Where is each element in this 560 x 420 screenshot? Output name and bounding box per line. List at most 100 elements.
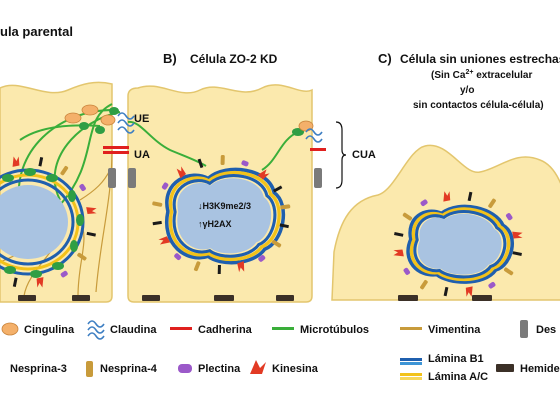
kinesin-mark [465,286,473,297]
nesprin-4-mark [220,154,225,166]
junctions: UE UA CUA [64,104,376,189]
nesprin-3-mark [279,223,289,229]
legend-cingulina: Cingulina [24,324,75,336]
nesprin-3-mark [38,157,44,167]
nesprin-4-mark [503,267,514,276]
nesprin-4-mark [77,252,87,261]
nesprin-3-mark [512,251,522,256]
nesprin-4-mark [271,239,282,248]
nucleus-b [164,167,285,265]
ue-label: UE [134,113,149,125]
panel-b-title: Célula ZO-2 KD [190,52,278,66]
legend-desmosoma: Des [536,324,556,336]
h3k9-label: ↓H3K9me2/3 [198,201,251,211]
plectin-mark [161,182,169,190]
cadherin-icon [170,327,192,330]
legend-kinesina: Kinesina [272,363,319,375]
kinesin-mark [393,249,404,257]
nesprin-4-mark [193,261,201,272]
legend-lamina-ac: Lámina A/C [428,371,488,383]
hemidesmosomes [18,295,492,301]
panel-c-letter: C) [378,51,392,66]
ua-label: UA [134,149,150,161]
desmosome-ab-2 [128,168,136,188]
kinesin-mark [86,207,97,215]
junction-a [64,104,119,134]
claudin-icon [87,320,105,340]
panel-c-subtitle-2: y/o [460,85,474,96]
kinesin-mark [12,156,20,167]
kinesin-mark [176,166,186,179]
legend-microtubulos: Microtúbulos [300,324,369,336]
legend-lamina-b1: Lámina B1 [428,353,484,365]
nesprin-3-mark [86,231,96,237]
nesprin-3-mark [467,191,473,202]
nesprin-4-mark [420,280,428,290]
legend-nesprina4: Nesprina-4 [100,363,158,375]
legend-cadherina: Cadherina [198,324,253,336]
legend-claudina: Claudina [110,324,157,336]
vimentin-icon [400,327,422,330]
nuclear-envelope-dots-a [2,168,84,278]
plectin-mark [174,253,182,260]
kinesin-mark [158,236,171,245]
desmosome-icon [520,320,528,338]
microtubule-icon [272,327,294,330]
legend-plectina: Plectina [198,363,241,375]
nucleus-c [406,204,514,284]
plectin-mark [420,199,428,207]
junction-b-right [292,120,326,188]
plectin-mark [258,255,266,262]
plectin-mark [79,183,86,191]
legend-hemidesmosoma: Hemide [520,363,560,375]
hemidesmosome-b-3 [276,295,294,301]
nesprin-4-mark [402,212,413,221]
hemidesmosome-icon [496,364,514,372]
nesprin-3-mark [197,158,204,169]
kinesin-icon [250,360,266,374]
nesprin-3-mark [394,232,404,237]
nesprin-3-mark [152,220,162,226]
microtubule-a-4 [19,124,101,141]
panel-c-subtitle-3: sin contactos célula-célula) [413,100,544,111]
nesprin-3-mark [12,277,18,287]
lamina-b1-icon [400,358,422,361]
microtubule-b-1 [127,120,207,167]
cua-bracket [335,121,347,189]
legend-vimentina: Vimentina [428,324,481,336]
panel-b-letter: B) [163,51,177,66]
hemidesmosome-c-1 [398,295,418,301]
hemidesmosome-c-2 [472,295,492,301]
hemidesmosome-b-2 [214,295,234,301]
cingulin-icon [1,322,19,336]
panel-a-title: ula parental [0,24,73,39]
kinesin-mark [257,169,270,180]
nesprin4-icon [86,361,93,377]
kinesin-mark [443,191,451,202]
lamina-ac-icon-inner [400,377,422,380]
plectin-mark [60,270,68,278]
plectin-mark [488,281,496,289]
hemidesmosome-b-1 [142,295,160,301]
gh2ax-label: ↑γH2AX [198,219,232,229]
panel-c-subtitle-1: (Sin Ca2+ extracelular [431,69,532,81]
lamina-ac-icon [400,373,422,376]
kinesin-mark [512,231,523,239]
kinesin-mark [36,277,44,288]
nesprin-3-mark [273,185,283,193]
plectin-icon [178,364,192,373]
nesprin-4-mark [152,201,163,207]
lamina-b1-icon-inner [400,362,422,365]
legend: Cingulina Claudina Cadherina Microtúbulo… [1,320,560,383]
vimentin-a-5 [95,149,113,293]
cadherins-ab [103,146,129,154]
cua-label: CUA [352,149,376,161]
hemidesmosome-a-1 [18,295,36,301]
nesprin-3-mark [443,286,449,297]
legend-nesprina3: Nesprina-3 [10,363,67,375]
nesprin-4-mark [488,198,496,208]
nesprin-4-mark [280,204,291,210]
plectin-mark [241,160,249,167]
